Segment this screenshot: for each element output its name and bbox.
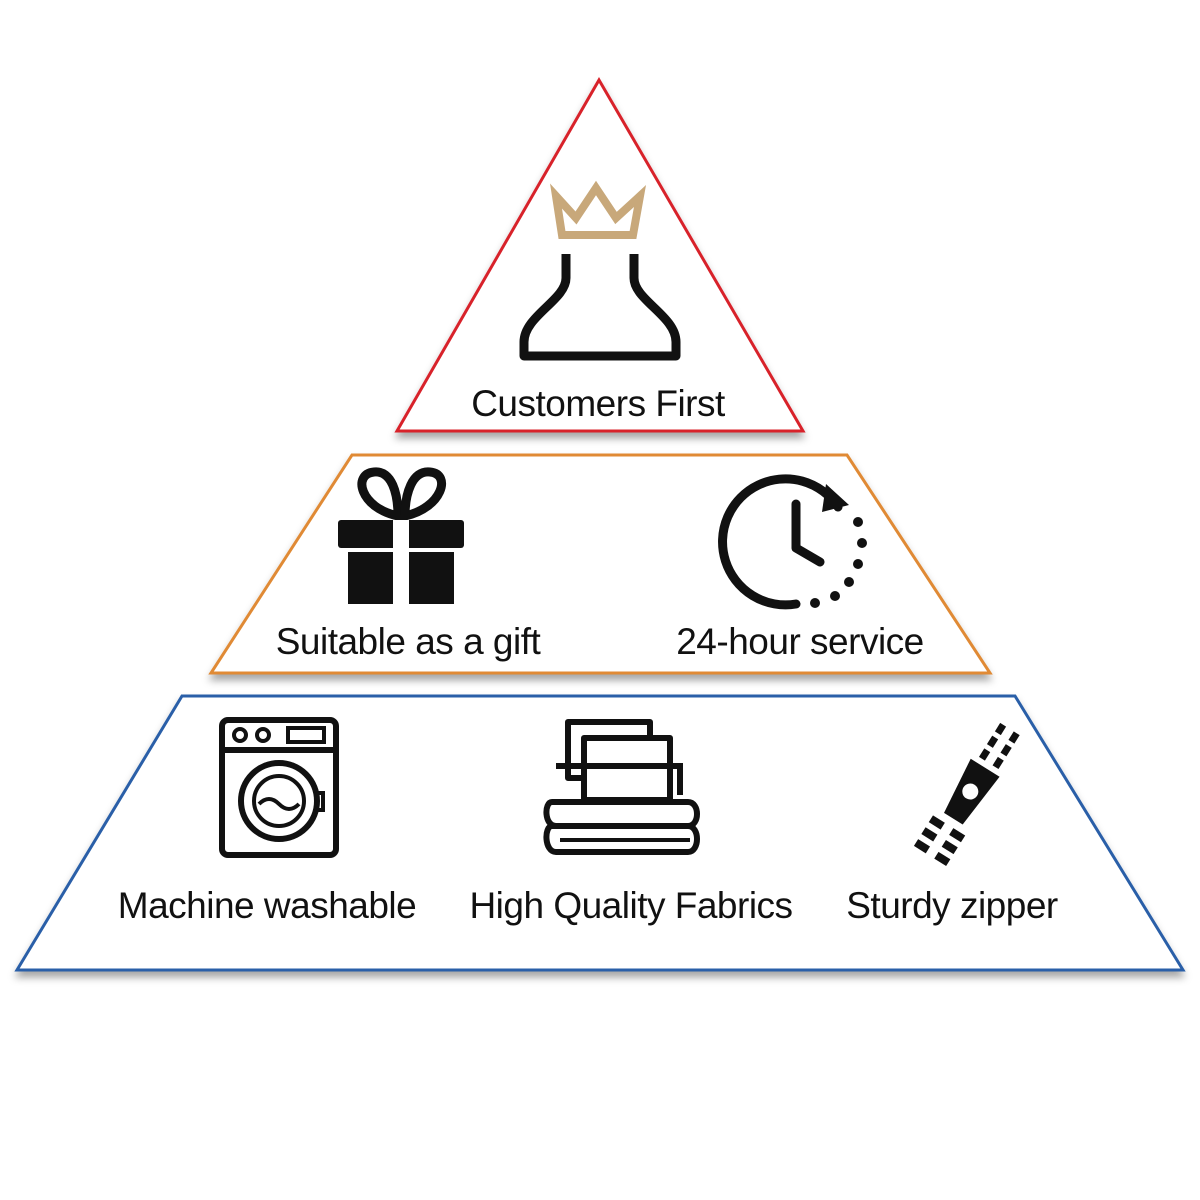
- tier-top: Customers First: [394, 77, 806, 433]
- bedding-stack-icon: [543, 719, 700, 855]
- gift-label: Suitable as a gift: [276, 621, 542, 662]
- fabrics-label: High Quality Fabrics: [469, 885, 792, 926]
- service-label: 24-hour service: [676, 621, 924, 662]
- washing-machine-icon: [219, 717, 339, 858]
- tier-middle: Suitable as a gift 24-hour service: [208, 453, 993, 675]
- gift-box-icon: [338, 467, 464, 604]
- crown-icon: [550, 180, 647, 239]
- zipper-icon: [913, 722, 1020, 867]
- clock-arrow-icon: [718, 474, 867, 610]
- zipper-label: Sturdy zipper: [846, 885, 1058, 926]
- customer-icon: [519, 254, 681, 361]
- washable-label: Machine washable: [118, 885, 416, 926]
- tier-top-outline: [394, 77, 806, 433]
- tier-top-label: Customers First: [471, 383, 726, 424]
- tier-bottom: Machine washable High Quality Fabrics: [14, 694, 1186, 972]
